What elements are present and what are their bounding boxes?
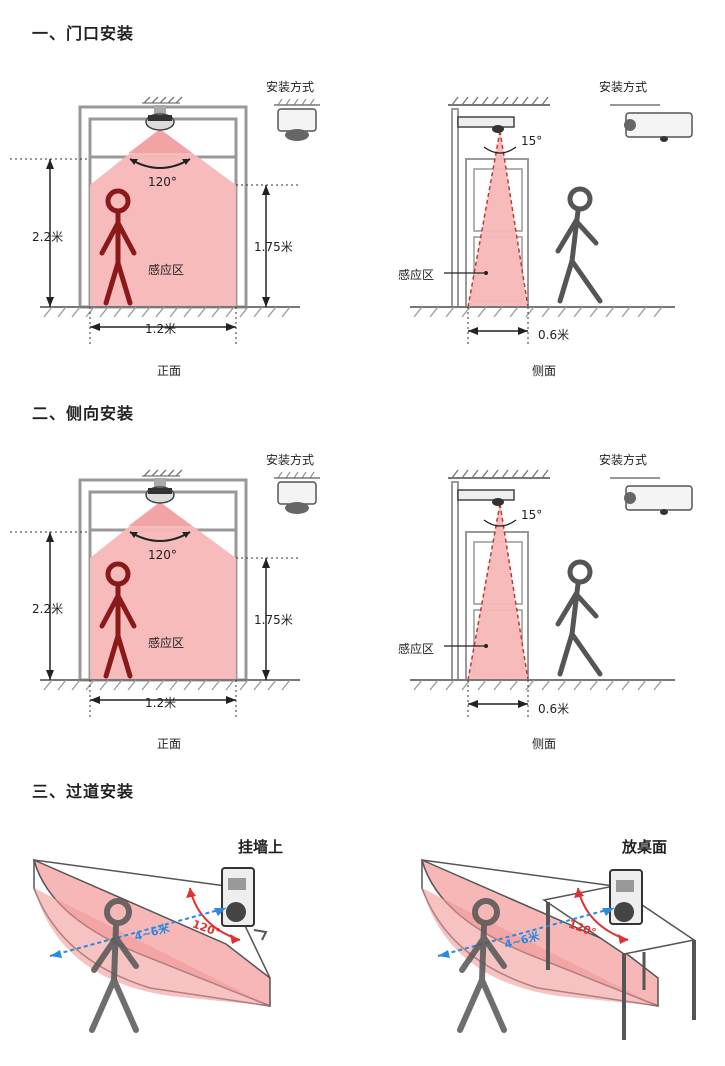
mount-label-side-1: 安装方式 — [599, 80, 648, 94]
mount-label-front-2: 安装方式 — [266, 453, 315, 467]
corridor-table-diagram — [420, 858, 696, 1040]
sensor-height-label-front-1: 1.75米 — [254, 240, 293, 254]
zone-label-side-2: 感应区 — [398, 642, 435, 656]
corridor-wall-title: 挂墙上 — [238, 838, 284, 856]
angle-label-front-1: 120° — [148, 175, 177, 189]
zone-label-front-2: 感应区 — [148, 636, 185, 650]
side-mount-icon — [610, 477, 693, 515]
angle-label-side-2: 15° — [521, 508, 543, 522]
corridor-wall-diagram — [32, 858, 271, 1033]
ceiling-mount-icon — [274, 471, 320, 514]
corridor-table-title: 放桌面 — [622, 838, 668, 856]
front-view-diagram-1 — [10, 96, 320, 345]
distance-label-side-1: 0.6米 — [538, 328, 570, 342]
sensor-height-label-front-2: 1.75米 — [254, 613, 293, 627]
mount-label-side-2: 安装方式 — [599, 453, 648, 467]
height-label-front-1: 2.2米 — [32, 230, 64, 244]
width-label-front-1: 1.2米 — [145, 322, 177, 336]
section-title-corridor: 三、过道安装 — [32, 782, 135, 801]
height-label-front-2: 2.2米 — [32, 602, 64, 616]
zone-label-side-1: 感应区 — [398, 268, 435, 282]
side-mount-icon — [610, 104, 693, 142]
caption-front-1: 正面 — [157, 364, 182, 378]
angle-label-front-2: 120° — [148, 548, 177, 562]
caption-front-2: 正面 — [157, 737, 182, 751]
side-view-diagram-1 — [410, 96, 693, 345]
distance-label-side-2: 0.6米 — [538, 702, 570, 716]
angle-label-side-1: 15° — [521, 134, 543, 148]
caption-side-1: 侧面 — [532, 364, 557, 378]
section-title-door: 一、门口安装 — [32, 24, 135, 43]
front-view-diagram-2 — [10, 469, 320, 718]
mount-label-front-1: 安装方式 — [266, 80, 315, 94]
caption-side-2: 侧面 — [532, 737, 557, 751]
zone-label-front-1: 感应区 — [148, 263, 185, 277]
ceiling-mount-icon — [274, 98, 320, 141]
side-view-diagram-2 — [410, 469, 693, 718]
section-title-side: 二、侧向安装 — [32, 404, 135, 423]
width-label-front-2: 1.2米 — [145, 696, 177, 710]
